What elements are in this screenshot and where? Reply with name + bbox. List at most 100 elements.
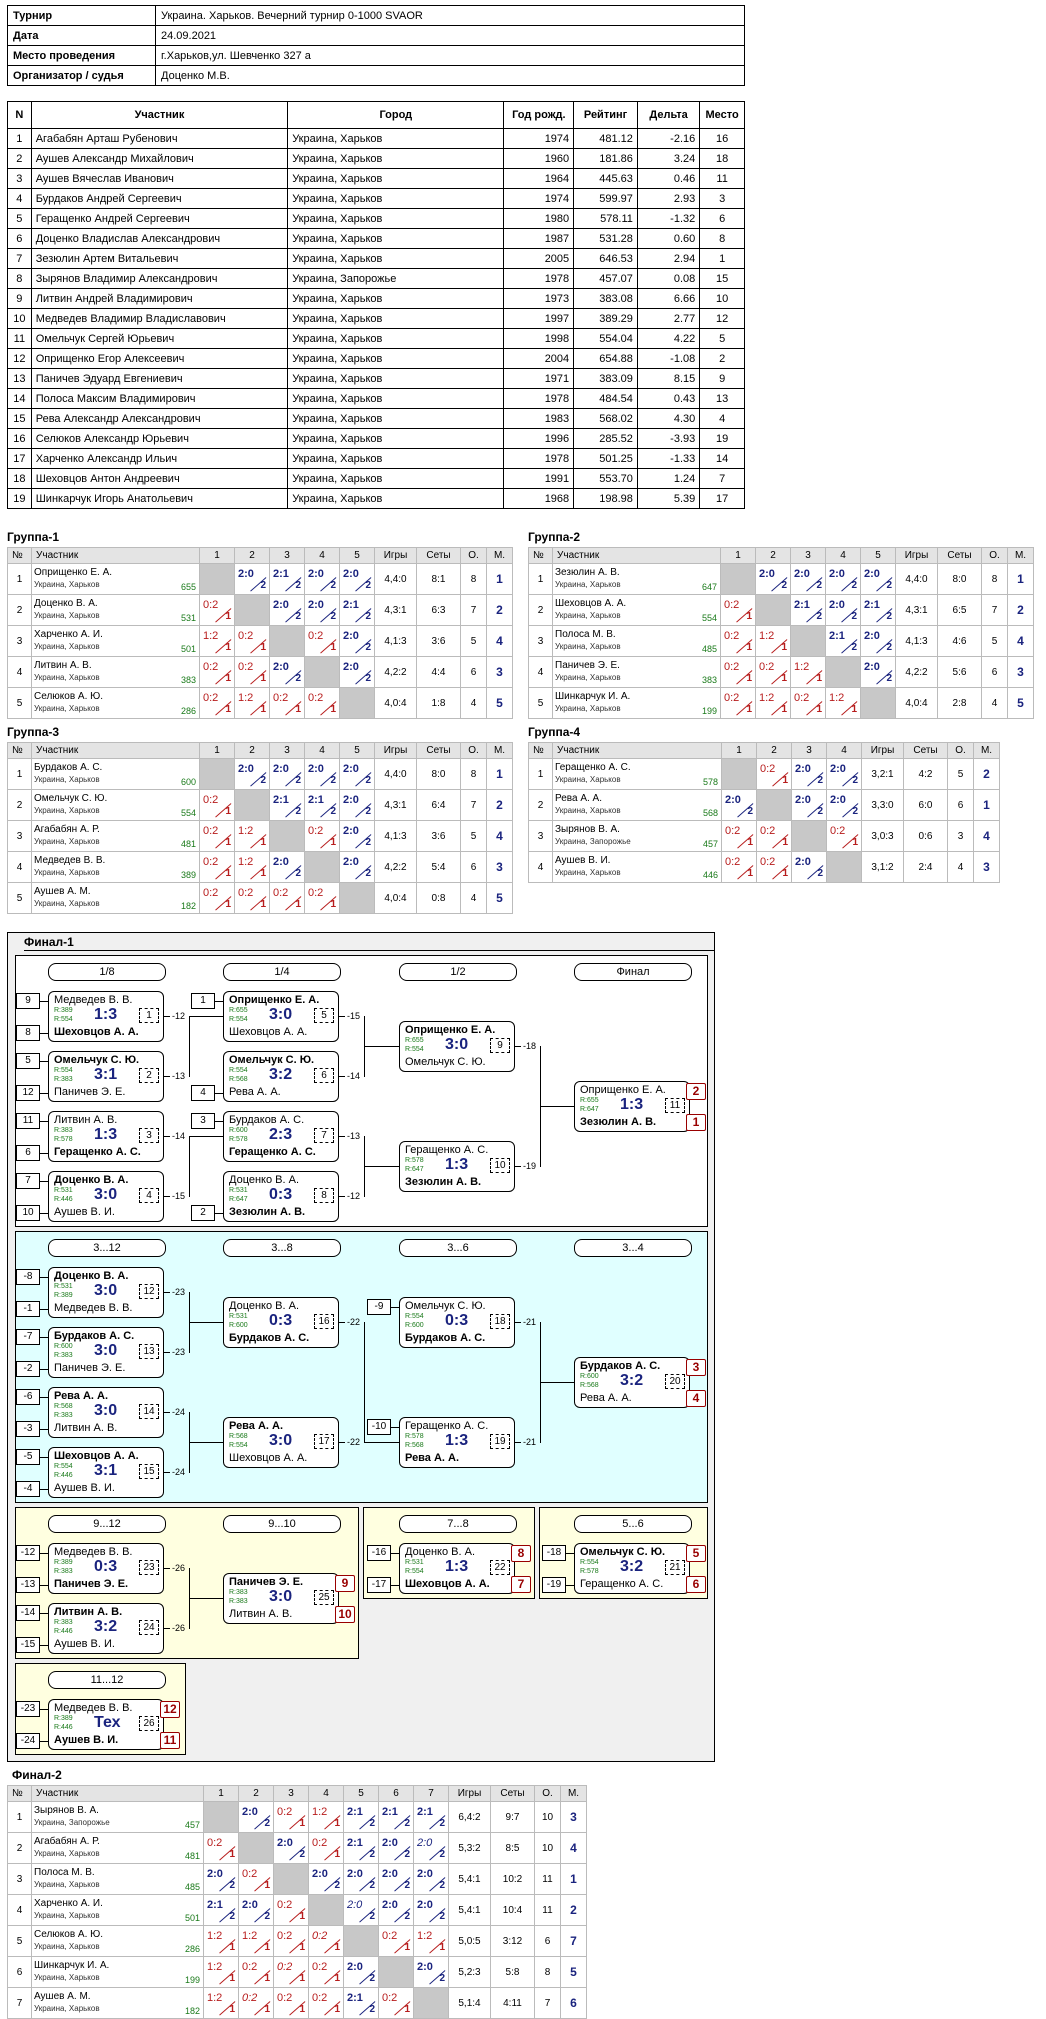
row-number: 7 [7,1987,32,2019]
table-cell: 2.94 [636,248,701,269]
bracket-line [40,1001,48,1002]
points-cell: 10 [534,1801,561,1833]
sets-cell: 3:6 [416,820,461,852]
set-score: 1:2 [238,856,254,868]
seed-label: -15 [16,1637,40,1653]
result-slash [876,639,893,654]
place-cell: 6 [560,1987,587,2019]
seed-label: 4 [191,1085,215,1101]
set-score: 2:0 [343,825,359,837]
column-header: Участник [30,101,289,129]
result-slash [737,834,754,849]
result-cell: 2:1 2 [378,1801,414,1833]
match-points: 1 [260,704,266,715]
set-score: 2:0 [382,1899,398,1911]
points-cell: 11 [534,1863,561,1895]
result-slash [254,1908,271,1923]
player-1-rating: R:383 [54,1127,73,1134]
player-2-rating: R:600 [229,1322,248,1329]
place-cell: 3 [560,1801,587,1833]
loser-destination: -14 [347,1071,361,1081]
participant-rating: 655 [180,582,196,592]
table-cell: 457.07 [573,268,638,289]
result-slash [736,639,753,654]
table-cell: 2005 [503,248,575,269]
result-cell [304,851,340,883]
final-place: 2 [686,1083,706,1100]
set-score: 0:2 [203,599,219,611]
match-score: 3:0 [269,1588,293,1605]
participant-rating: 554 [180,808,196,818]
table-cell: Украина, Харьков [287,328,505,349]
set-score: 2:0 [829,568,845,580]
set-score: 0:2 [312,1837,328,1849]
participant-rating: 578 [702,777,718,787]
set-score: 2:1 [382,1806,398,1818]
match-points: 2 [404,1849,410,1860]
loser-destination: -23 [172,1287,186,1297]
bracket-line [391,1307,399,1308]
seed-label: 3 [191,1113,215,1129]
result-slash [429,1877,446,1892]
table-cell: 15 [7,408,32,429]
match-number: 10 [490,1158,510,1173]
bracket-line [215,1121,223,1122]
result-slash [254,2001,271,2016]
table-cell: 2.93 [636,188,701,209]
player-2-rating: R:446 [54,1472,73,1479]
table-cell: Украина, Харьков [287,168,505,189]
set-score: 2:0 [830,794,846,806]
match-points: 2 [404,1818,410,1829]
seed-label: -24 [16,1733,40,1749]
table-cell: 5 [699,328,745,349]
seed-label: -14 [16,1605,40,1621]
result-slash [807,803,824,818]
sets-cell: 9:7 [490,1801,535,1833]
loser-destination: -13 [172,1071,186,1081]
match-points: 2 [404,1911,410,1922]
participant-name: Селюков А. Ю. [34,691,104,702]
participant-rating: 501 [180,644,196,654]
player-1-rating: R:531 [229,1187,248,1194]
match-points: 2 [816,611,822,622]
set-score: 1:2 [794,661,810,673]
participant-name: Зезюлин А. В. [555,567,620,578]
table-cell: 383.09 [573,368,638,389]
sets-cell: 8:5 [490,1832,535,1864]
seed-label: -17 [367,1577,391,1593]
result-slash [219,1846,236,1861]
column-header: Участник [31,547,200,564]
table-cell: Харченко Александр Ильич [30,448,289,469]
result-slash [394,1877,411,1892]
result-slash [772,834,789,849]
row-number: 6 [7,1956,32,1988]
set-score: 0:2 [830,825,846,837]
player-1-rating: R:389 [54,1007,73,1014]
column-header: Игры [374,547,417,564]
column-header: 2 [234,742,270,759]
table-cell: Украина, Харьков [287,468,505,489]
loser-destination: -15 [347,1011,361,1021]
result-slash [806,670,823,685]
result-slash [285,608,302,623]
result-slash [355,803,372,818]
match-points: 2 [229,1880,235,1891]
place-cell: 2 [486,789,513,821]
player-1-rating: R:600 [580,1373,599,1380]
sets-cell: 5:8 [490,1956,535,1988]
participant-rating: 446 [702,870,718,880]
